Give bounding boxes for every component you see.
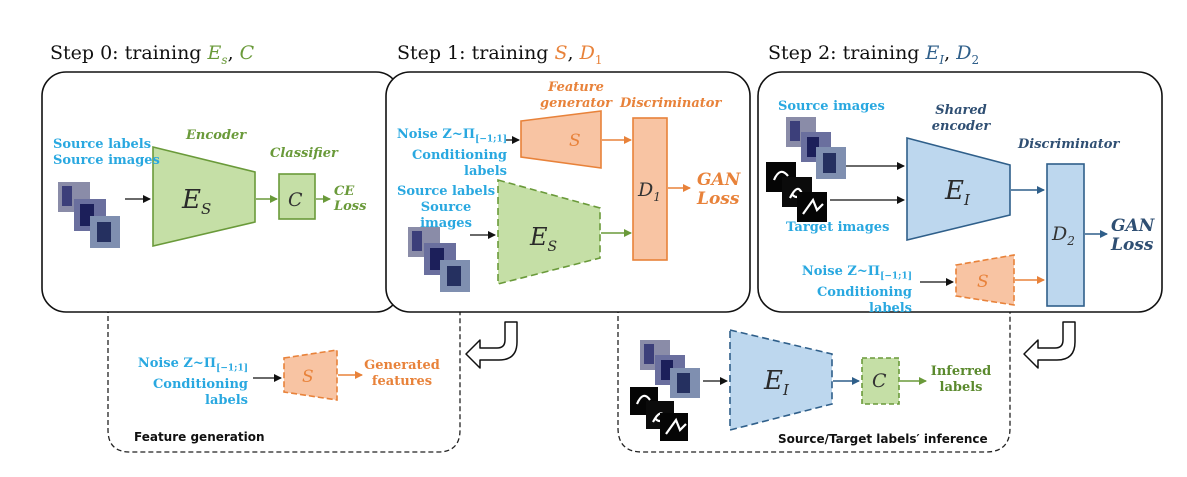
step2-discriminator-label: Discriminator	[1018, 137, 1120, 152]
step2-discriminator-shape	[1046, 163, 1085, 307]
step1-source-input: Source labels Source images	[396, 184, 496, 231]
step2-generator-symbol: S	[977, 272, 989, 292]
step0-classifier-symbol: C	[288, 189, 303, 211]
step0-source-image-stack	[58, 182, 120, 248]
step0-classifier-label: Classifier	[270, 146, 338, 161]
inference-target-image-stack	[630, 387, 688, 441]
step1-noise-input: Noise Z~Π[−1;1] Conditioning labels	[396, 127, 507, 179]
step1-generator-label: Feature generator	[540, 80, 612, 111]
feature-generation-panel	[107, 300, 461, 453]
step2-target-image-stack	[766, 162, 827, 222]
step2-title: Step 2: training EI, D2	[768, 42, 980, 67]
step1-generator-symbol: S	[569, 131, 581, 151]
step0-classifier-shape	[278, 173, 316, 220]
feature-gen-output: Generated features	[364, 358, 440, 389]
return-arrow-left	[465, 321, 518, 369]
feature-gen-noise-input: Noise Z~Π[−1;1] Conditioning labels	[137, 356, 248, 408]
step2-shared-encoder-label: Shared encoder	[931, 103, 991, 134]
step2-gan-loss: GAN Loss	[1111, 216, 1155, 255]
step2-encoder-symbol: EI	[944, 176, 971, 209]
return-arrow-right	[1023, 321, 1076, 369]
inference-encoder-symbol: EI	[763, 366, 790, 399]
inference-caption: Source/Target labels′ inference	[778, 432, 988, 446]
step2-discriminator-symbol: D2	[1051, 223, 1075, 248]
step2-generator-shape	[955, 254, 1015, 306]
step1-generator-shape	[520, 110, 602, 169]
step0-encoder-symbol: ES	[181, 185, 211, 218]
step2-noise-input: Noise Z~Π[−1;1] Conditioning labels	[801, 264, 912, 316]
inference-encoder-shape	[729, 328, 833, 432]
step1-discriminator-symbol: D1	[637, 179, 661, 204]
step0-ce-loss: CE Loss	[334, 184, 367, 214]
step0-title: Step 0: training Es, C	[50, 42, 255, 67]
step1-source-image-stack	[408, 227, 470, 292]
step2-target-images-label: Target images	[786, 220, 890, 235]
inference-source-image-stack	[640, 340, 700, 398]
step1-discriminator-shape	[632, 117, 668, 261]
inference-output: Inferred labels	[930, 364, 992, 395]
step1-encoder-symbol: ES	[529, 223, 557, 255]
feature-gen-generator-shape	[283, 349, 338, 401]
step0-encoder-shape	[152, 145, 256, 248]
inference-classifier-symbol: C	[872, 370, 887, 392]
step1-title: Step 1: training S, D1	[397, 42, 603, 67]
step2-encoder-shape	[906, 136, 1011, 242]
step0-encoder-label: Encoder	[186, 128, 247, 143]
step1-gan-loss: GAN Loss	[697, 170, 741, 209]
step1-encoder-shape	[497, 178, 601, 286]
step2-source-image-stack	[786, 117, 846, 179]
step2-source-images-label: Source images	[778, 99, 885, 114]
step1-discriminator-label: Discriminator	[620, 96, 722, 111]
feature-gen-generator-symbol: S	[302, 367, 314, 387]
step0-input-labels: Source labels Source images	[53, 137, 160, 168]
inference-classifier-shape	[861, 357, 900, 405]
inference-panel	[617, 300, 1011, 453]
feature-gen-caption: Feature generation	[134, 430, 265, 444]
